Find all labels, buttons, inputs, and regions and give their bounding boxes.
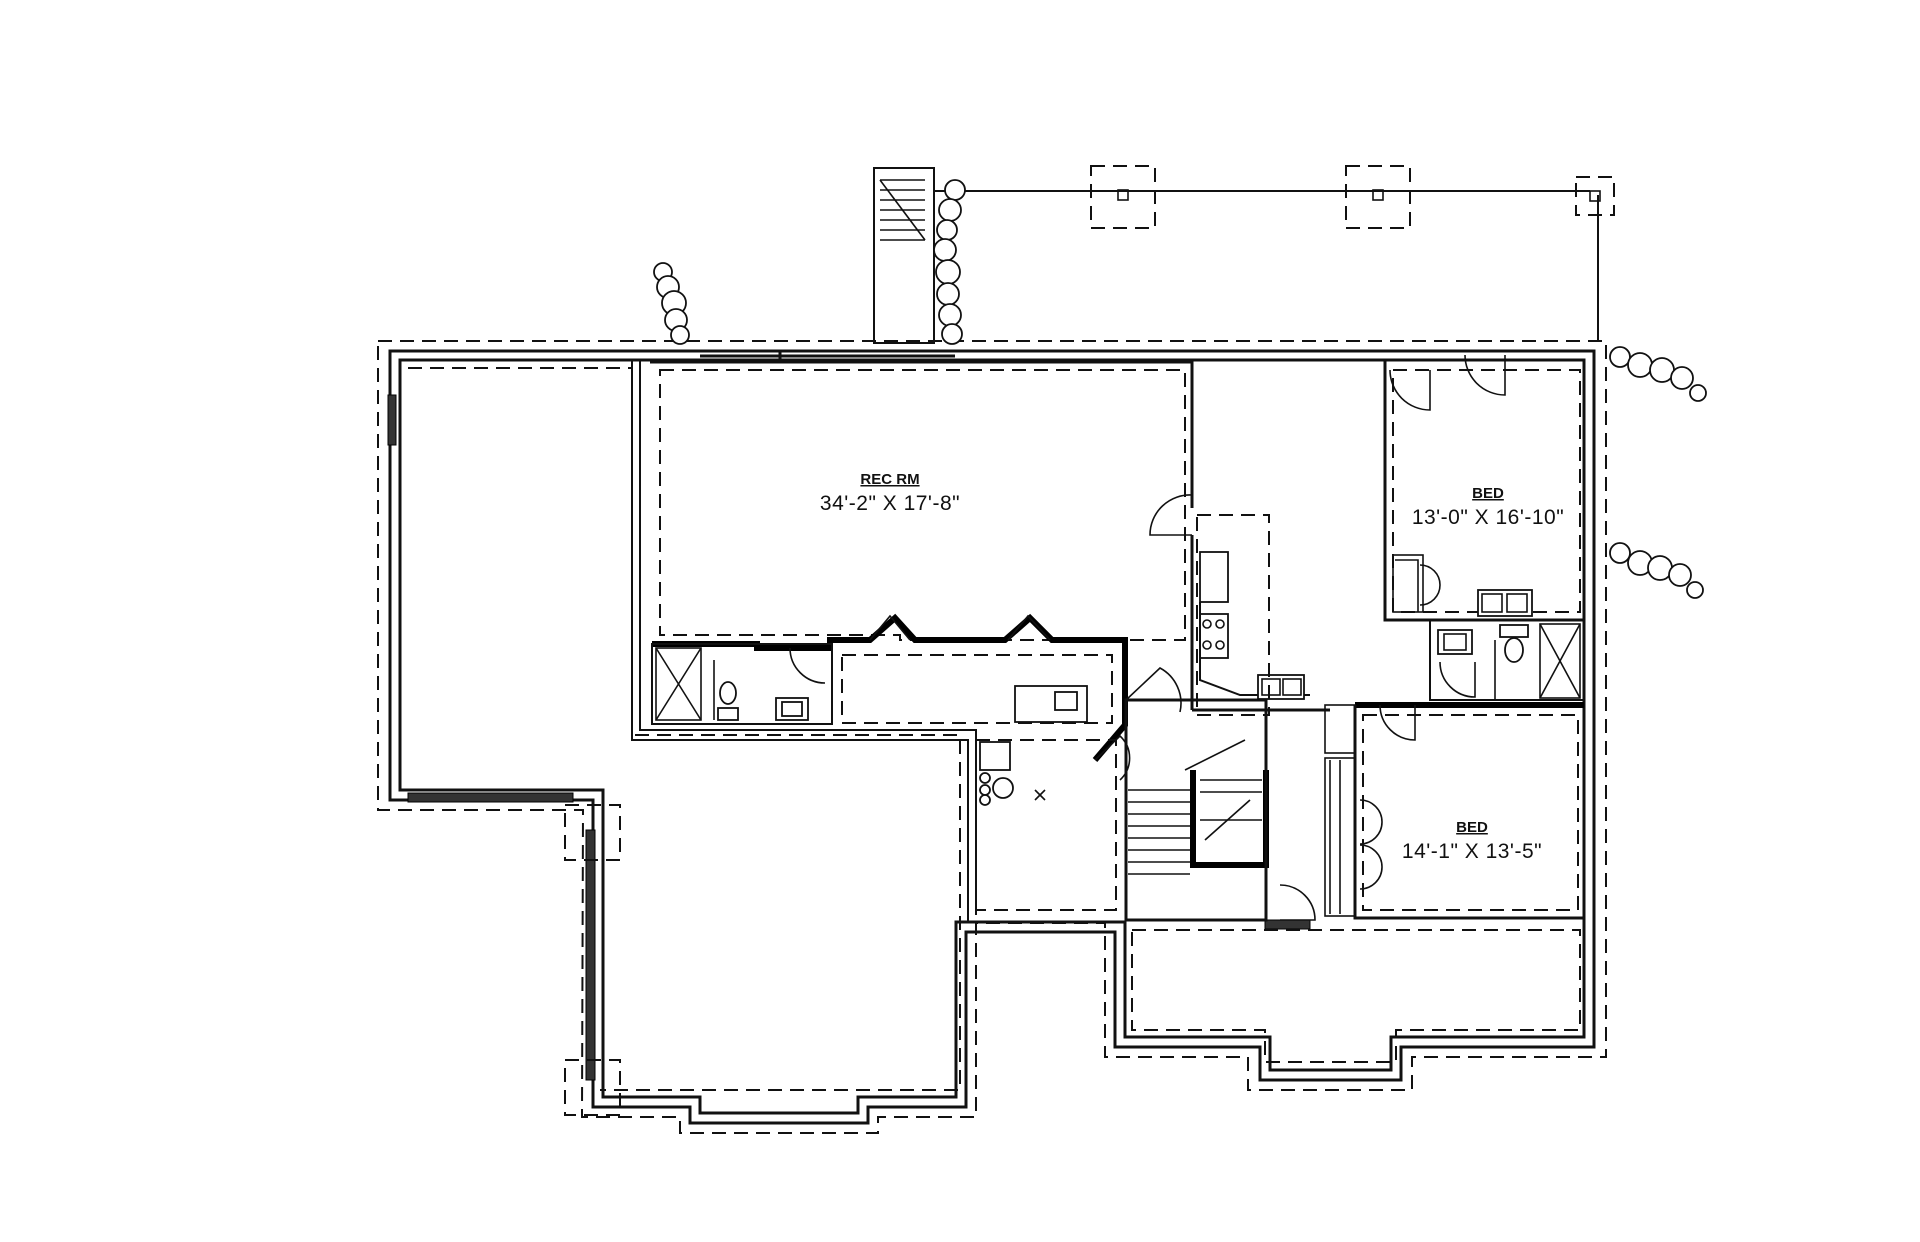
bedroom-2: BED 14'-1" X 13'-5" <box>1324 702 1584 920</box>
floor-drain-icon <box>1034 789 1046 801</box>
rec-room-dimensions: 34'-2" X 17'-8" <box>820 492 960 515</box>
exterior-wall-outer <box>388 349 1596 1125</box>
shower-icon <box>655 647 702 721</box>
closet-outline <box>1324 704 1356 754</box>
bathroom-2 <box>1429 619 1585 701</box>
door-swing-icon <box>1279 884 1316 921</box>
bedroom-1-title: BED <box>1472 485 1504 502</box>
water-heater-icon <box>979 784 991 796</box>
bedroom-1-dimensions: 13'-0" X 16'-10" <box>1412 506 1564 529</box>
sink-icon <box>1437 629 1473 655</box>
door-swing-icon <box>1359 844 1383 890</box>
bath-wet-bar-wall <box>652 613 1128 762</box>
door-swing-icon <box>1125 667 1182 713</box>
bottom-bay <box>1131 929 1581 1063</box>
range-icon <box>1054 691 1078 711</box>
bay-boundary <box>1131 929 1581 1063</box>
foundation-outline <box>377 340 1607 1134</box>
window-section <box>387 394 397 446</box>
water-heater-icon <box>992 777 1014 799</box>
stair-icon <box>879 179 926 241</box>
range-icon <box>1199 551 1229 603</box>
window-section <box>585 829 596 1081</box>
post-icon <box>1345 165 1411 229</box>
bedroom-2-dimensions: 14'-1" X 13'-5" <box>1402 840 1542 863</box>
shrub-icon <box>1609 346 1707 402</box>
unexcavated-area-line <box>408 367 961 1091</box>
door-swing-icon <box>789 647 826 684</box>
post-icon <box>1090 165 1156 229</box>
bedroom-2-wall <box>1353 705 1584 920</box>
door-swing-icon <box>1389 369 1431 411</box>
shower-icon <box>1539 623 1581 699</box>
shrub-icon <box>653 262 690 345</box>
mechanical-room-outline <box>975 739 1117 911</box>
exterior-walls <box>377 340 1607 1134</box>
sink-icon <box>1014 685 1088 723</box>
shrub-icon <box>933 179 966 345</box>
door-swing-icon <box>1395 559 1419 612</box>
rear-deck <box>700 165 1615 360</box>
exterior-stair <box>873 167 935 344</box>
pilaster <box>564 1059 621 1116</box>
hall-boundary <box>1196 514 1270 716</box>
bedroom-1: BED 13'-0" X 16'-10" <box>1383 354 1584 622</box>
post-icon <box>1575 176 1615 216</box>
door-swing-icon <box>869 614 911 641</box>
door-swing-icon <box>1094 734 1131 781</box>
stair-icon <box>1128 739 1262 875</box>
bath-room-outline <box>1429 619 1585 701</box>
hall-kitchenette <box>1190 514 1330 920</box>
water-heater-icon <box>979 794 991 806</box>
toilet-icon <box>1499 624 1529 663</box>
closet-outline <box>1324 757 1356 917</box>
toilet-icon <box>717 681 739 721</box>
shrub-icon <box>1609 542 1704 599</box>
bath-room-outline <box>651 643 833 725</box>
bedroom-2-title: BED <box>1456 819 1488 836</box>
bathroom-1 <box>651 643 833 725</box>
door-swing-icon <box>1419 564 1441 606</box>
bedroom-1-boundary <box>1392 369 1581 613</box>
window-section <box>1264 919 1311 930</box>
door-swing-icon <box>1359 799 1383 845</box>
door-swing-icon <box>1007 614 1051 641</box>
door-swing-icon <box>1439 661 1476 698</box>
exterior-wall-inner <box>398 358 1586 1115</box>
door-swing-icon <box>1149 494 1193 536</box>
wall-stub <box>631 360 969 922</box>
wet-bar <box>841 654 1113 724</box>
closet-outline <box>1392 554 1424 613</box>
door-swing-icon <box>1464 354 1506 396</box>
rec-room-boundary <box>659 369 1186 641</box>
door-swing-icon <box>1379 704 1416 741</box>
wet-bar-outline <box>841 654 1113 724</box>
rec-room-title: REC RM <box>860 471 919 488</box>
bedroom-2-boundary <box>1362 714 1579 911</box>
water-heater-icon <box>979 772 991 784</box>
window-section <box>407 792 574 803</box>
rec-room: REC RM 34'-2" X 17'-8" <box>650 360 1194 762</box>
mechanical-room <box>975 739 1117 911</box>
pilaster <box>564 804 621 861</box>
sink-icon <box>775 697 809 721</box>
rec-room-wall <box>650 360 1194 508</box>
water-heater-icon <box>979 741 1011 771</box>
